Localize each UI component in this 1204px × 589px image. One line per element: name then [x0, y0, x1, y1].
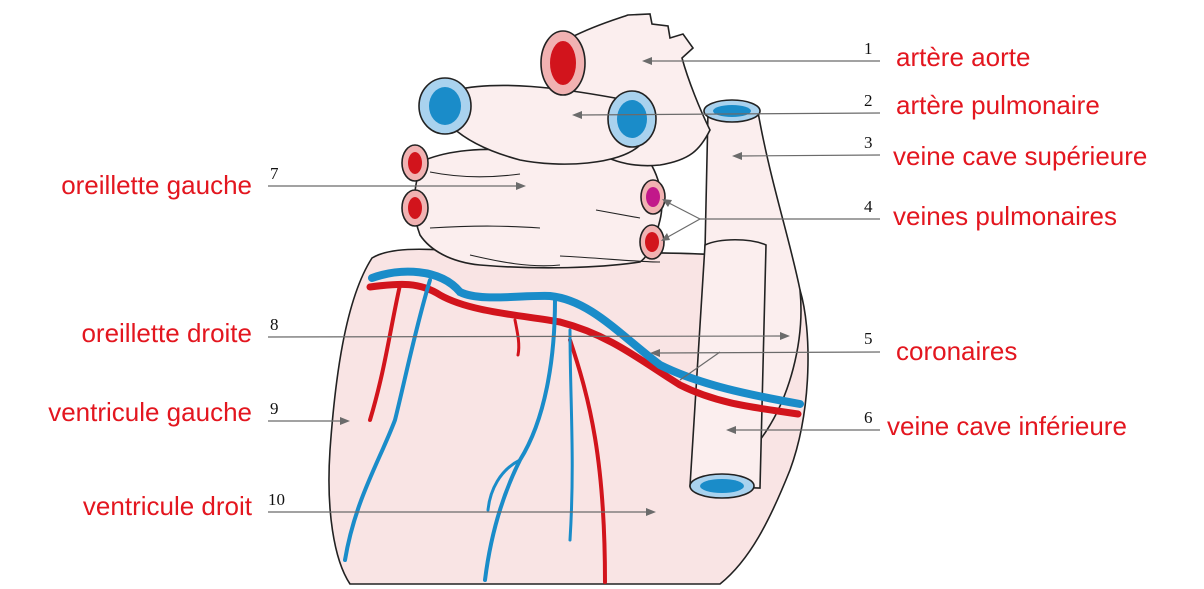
- aorta-opening: [541, 31, 585, 95]
- left-pulmonary-vein-upper: [402, 145, 428, 181]
- part-number-7: 7: [270, 164, 279, 183]
- superior-vena-cava-opening: [704, 100, 760, 122]
- part-number-3: 3: [864, 133, 873, 152]
- part-number-4: 4: [864, 197, 873, 216]
- right-pulmonary-vein-upper: [641, 180, 665, 214]
- label-right-atrium: oreillette droite: [81, 318, 252, 348]
- label-pulmonary-artery: artère pulmonaire: [896, 90, 1100, 120]
- label-right-ventricle: ventricule droit: [83, 491, 253, 521]
- label-superior-vena-cava: veine cave supérieure: [893, 141, 1147, 171]
- pulmonary-artery-opening-right: [608, 91, 656, 147]
- pulmonary-artery-opening-left: [419, 78, 471, 134]
- label-inferior-vena-cava: veine cave inférieure: [887, 411, 1127, 441]
- label-aorta: artère aorte: [896, 42, 1030, 72]
- part-number-9: 9: [270, 399, 279, 418]
- label-pulmonary-veins: veines pulmonaires: [893, 201, 1117, 231]
- label-coronaries: coronaires: [896, 336, 1017, 366]
- left-pulmonary-vein-lower: [402, 190, 428, 226]
- part-number-5: 5: [864, 329, 873, 348]
- inferior-vena-cava-opening: [690, 474, 754, 498]
- label-left-ventricle: ventricule gauche: [48, 397, 252, 427]
- part-number-10: 10: [268, 490, 285, 509]
- leader-4c: [666, 219, 700, 238]
- leader-4b: [667, 202, 700, 219]
- part-number-2: 2: [864, 91, 873, 110]
- heart-illustration: [329, 14, 808, 584]
- part-number-8: 8: [270, 315, 279, 334]
- label-left-atrium: oreillette gauche: [61, 170, 252, 200]
- right-pulmonary-vein-lower: [640, 225, 664, 259]
- part-number-6: 6: [864, 408, 873, 427]
- part-number-1: 1: [864, 39, 873, 58]
